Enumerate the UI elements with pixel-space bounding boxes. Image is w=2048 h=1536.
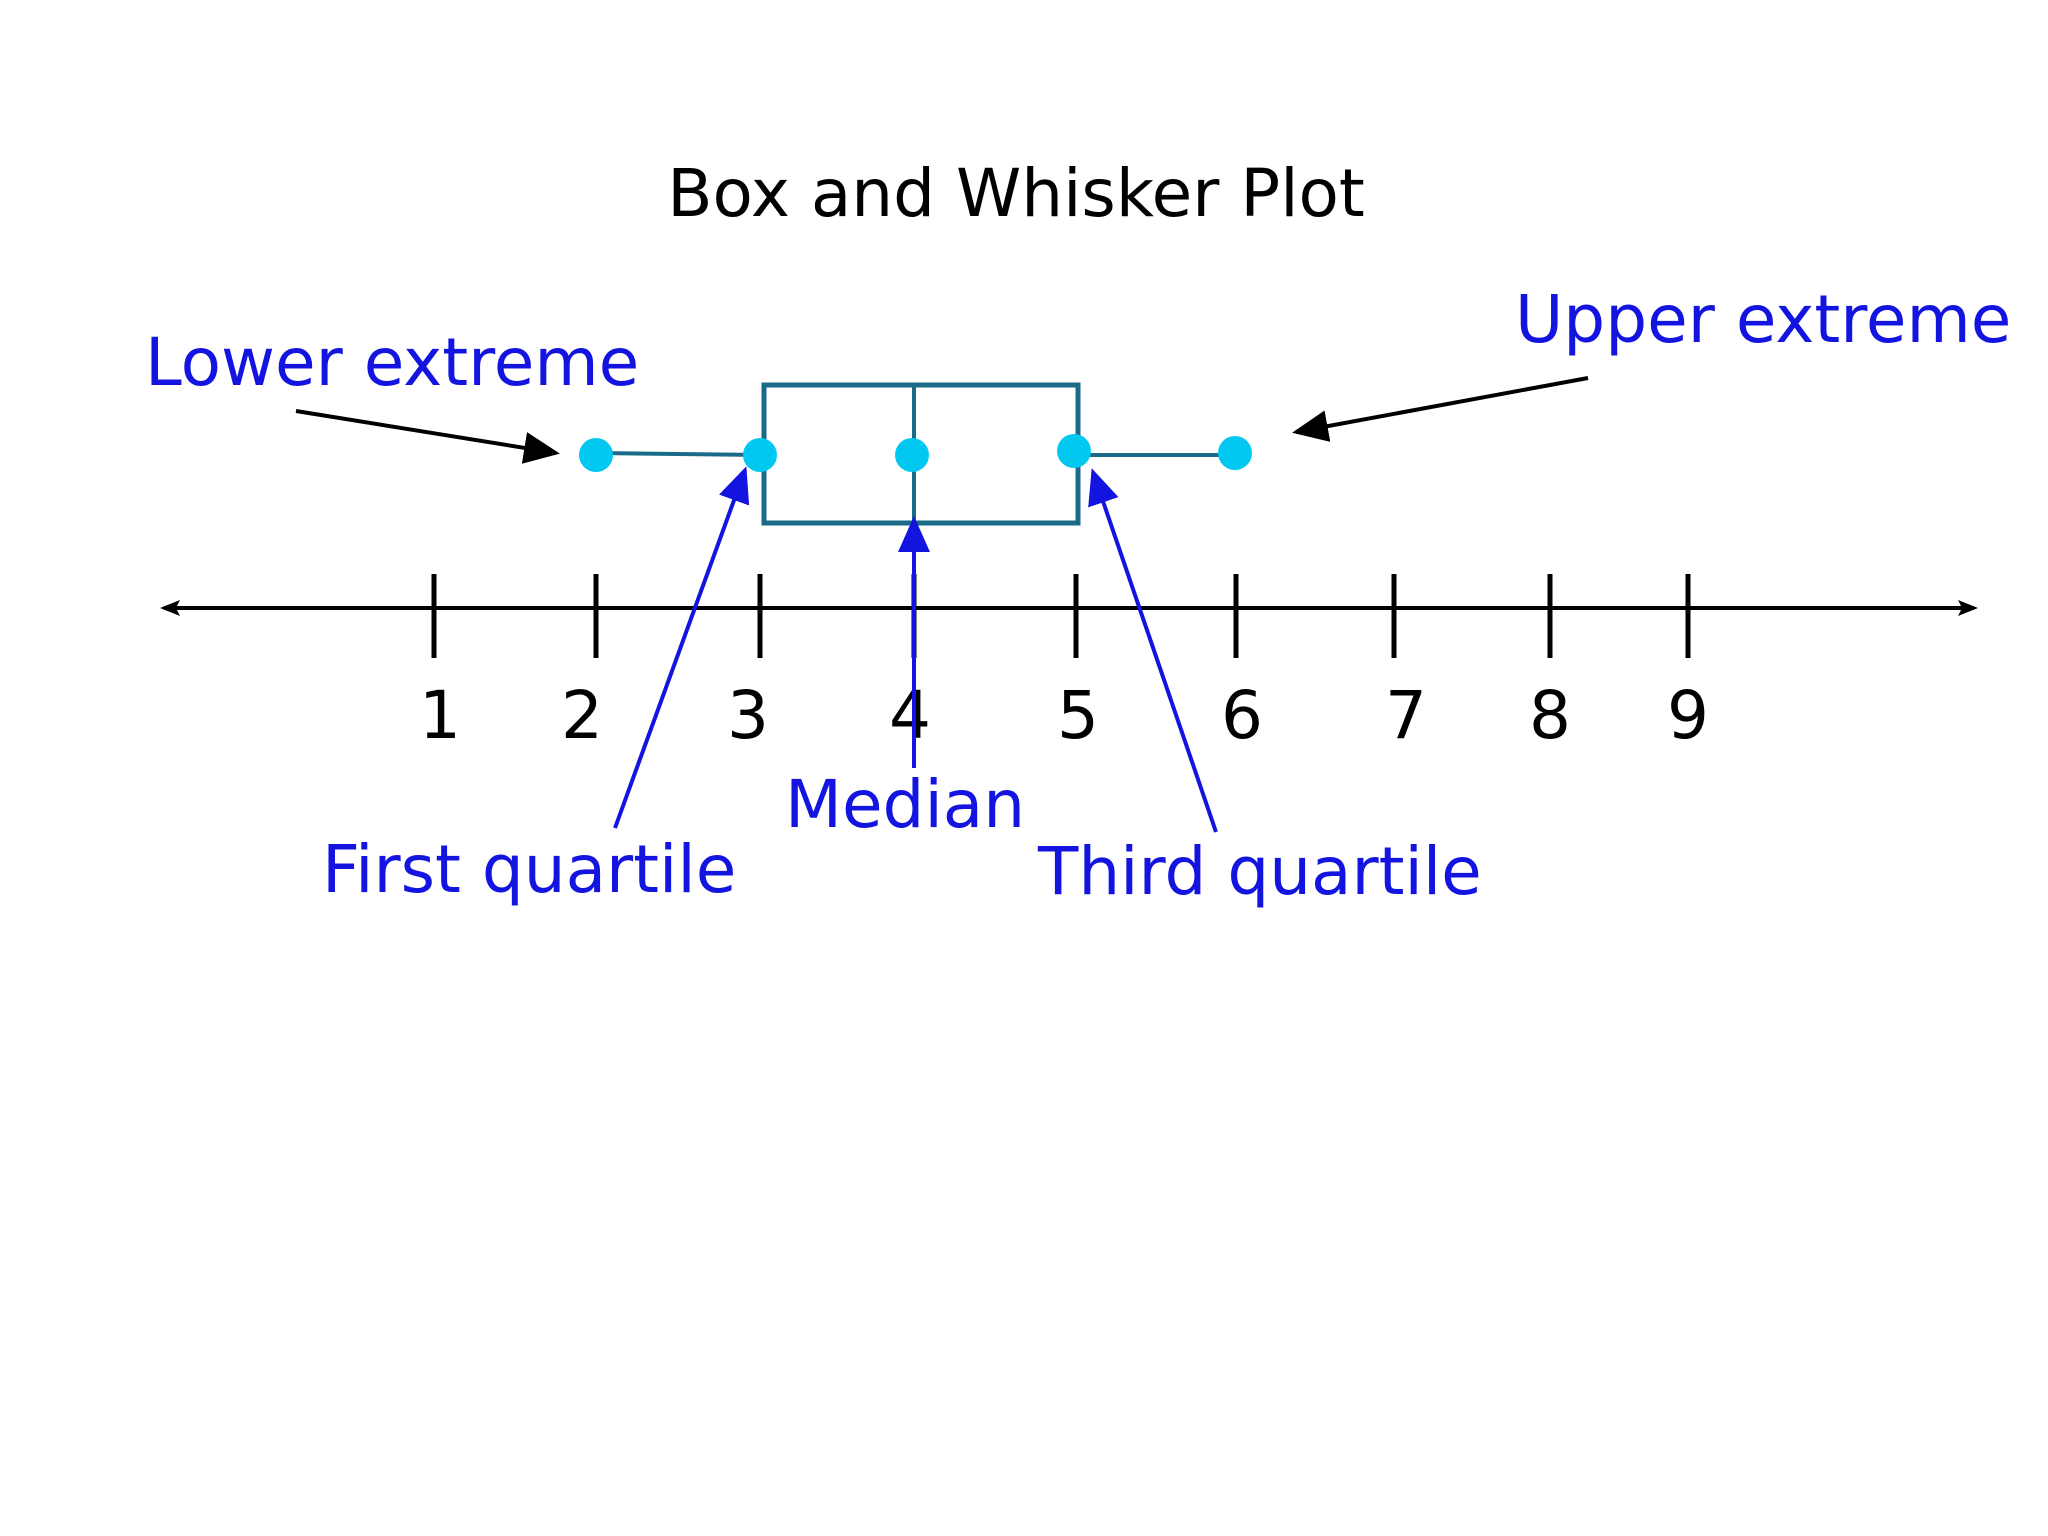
tick-label: 5	[1057, 677, 1099, 754]
page-title: Box and Whisker Plot	[667, 155, 1365, 232]
tick-label: 2	[561, 677, 603, 754]
axis-left-arrowhead-icon	[160, 600, 180, 616]
lower-whisker	[595, 451, 765, 457]
upper-extreme-arrow-icon	[1292, 376, 1589, 442]
axis-right-arrowhead-icon	[1958, 600, 1978, 616]
tick-label: 8	[1529, 677, 1571, 754]
lower-extreme-label: Lower extreme	[145, 324, 639, 401]
first-quartile-point	[743, 438, 777, 472]
median-label: Median	[785, 766, 1025, 843]
number-line: 1 2 3 4 5 6 7 8 9	[160, 574, 1978, 754]
first-quartile-label: First quartile	[322, 831, 736, 908]
first-quartile-arrow-icon	[613, 466, 750, 829]
third-quartile-label: Third quartile	[1037, 833, 1482, 910]
lower-extreme-arrow-icon	[295, 409, 560, 464]
upper-extreme-label: Upper extreme	[1515, 281, 2011, 358]
third-quartile-point	[1057, 434, 1091, 468]
third-quartile-arrow-icon	[1088, 468, 1218, 833]
tick-label: 6	[1221, 677, 1263, 754]
tick-label: 4	[889, 677, 931, 754]
tick-label: 1	[419, 677, 461, 754]
annotations: Lower extreme Upper extreme First quarti…	[145, 281, 2011, 910]
tick-label: 7	[1385, 677, 1427, 754]
median-point	[895, 438, 929, 472]
tick-label: 9	[1667, 677, 1709, 754]
lower-extreme-point	[579, 438, 613, 472]
box-plot	[579, 382, 1252, 526]
tick-label: 3	[727, 677, 769, 754]
upper-extreme-point	[1218, 436, 1252, 470]
